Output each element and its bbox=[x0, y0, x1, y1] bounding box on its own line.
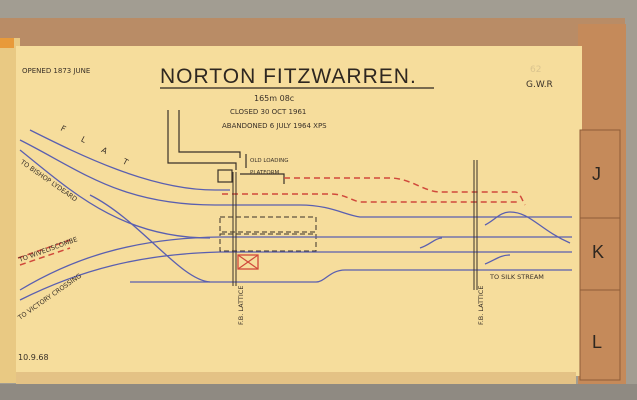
closed-date: CLOSED 30 OCT 1961 bbox=[230, 108, 306, 116]
tab-j[interactable]: J bbox=[579, 129, 621, 219]
left-page-edge bbox=[0, 38, 20, 383]
mileage: 165m 08c bbox=[254, 94, 294, 103]
to-silk-stream-label: TO SILK STREAM bbox=[489, 273, 544, 281]
tab-k[interactable]: K bbox=[579, 217, 621, 291]
platform-down bbox=[219, 233, 317, 252]
track-wiveliscombe-main bbox=[19, 236, 572, 291]
orange-strip bbox=[0, 38, 14, 48]
footbridge-2-label: F.B. LATTICE bbox=[477, 286, 485, 325]
loading-dock-outline bbox=[167, 110, 241, 170]
tab-k-body bbox=[579, 217, 621, 291]
tab-j-body bbox=[579, 129, 621, 219]
old-loading-platform-label: OLD LOADING bbox=[250, 158, 288, 164]
tab-l[interactable]: L bbox=[579, 289, 621, 381]
lifted-siding-2 bbox=[222, 193, 520, 203]
sheet-date: 10.9.68 bbox=[18, 353, 49, 362]
track-bishops-lydeard-1 bbox=[19, 139, 572, 218]
footbridge-2 bbox=[473, 160, 478, 290]
paper-bottom-edge bbox=[16, 372, 576, 384]
lifted-siding-1 bbox=[284, 177, 526, 206]
loading-platform bbox=[240, 154, 285, 184]
cardboard-folder bbox=[0, 18, 625, 48]
company-label: G.W.R bbox=[526, 80, 553, 90]
lifted-wiveliscombe bbox=[17, 239, 71, 266]
track-loop bbox=[130, 269, 572, 283]
footbridge-1-label: F.B. LATTICE bbox=[237, 286, 245, 325]
paper-sheet bbox=[16, 46, 582, 376]
page-number: 62 bbox=[530, 65, 541, 75]
track-crossovers bbox=[419, 211, 571, 265]
footbridge-1 bbox=[232, 172, 237, 286]
platform-up bbox=[219, 216, 317, 233]
tab-l-label: L bbox=[592, 332, 602, 352]
tab-k-label: K bbox=[592, 242, 604, 262]
signal-box-icon bbox=[237, 254, 259, 270]
track-diagonal bbox=[19, 149, 211, 239]
track-branch-crossover bbox=[89, 194, 211, 283]
track-bishops-lydeard-2 bbox=[29, 129, 230, 191]
siding-buildings bbox=[167, 110, 285, 184]
shadow bbox=[0, 384, 637, 400]
page-title: NORTON FITZWARREN. bbox=[160, 65, 417, 88]
small-building bbox=[217, 169, 233, 183]
opened-date: OPENED 1873 JUNE bbox=[22, 67, 90, 75]
running-lines bbox=[19, 129, 572, 301]
tab-l-body bbox=[579, 289, 621, 381]
abandoned-date: ABANDONED 6 JULY 1964 XPS bbox=[222, 122, 327, 130]
tab-j-label: J bbox=[592, 164, 601, 184]
track-victory-crossing bbox=[19, 251, 572, 301]
old-loading-platform-label-2: PLATFORM bbox=[250, 170, 280, 176]
